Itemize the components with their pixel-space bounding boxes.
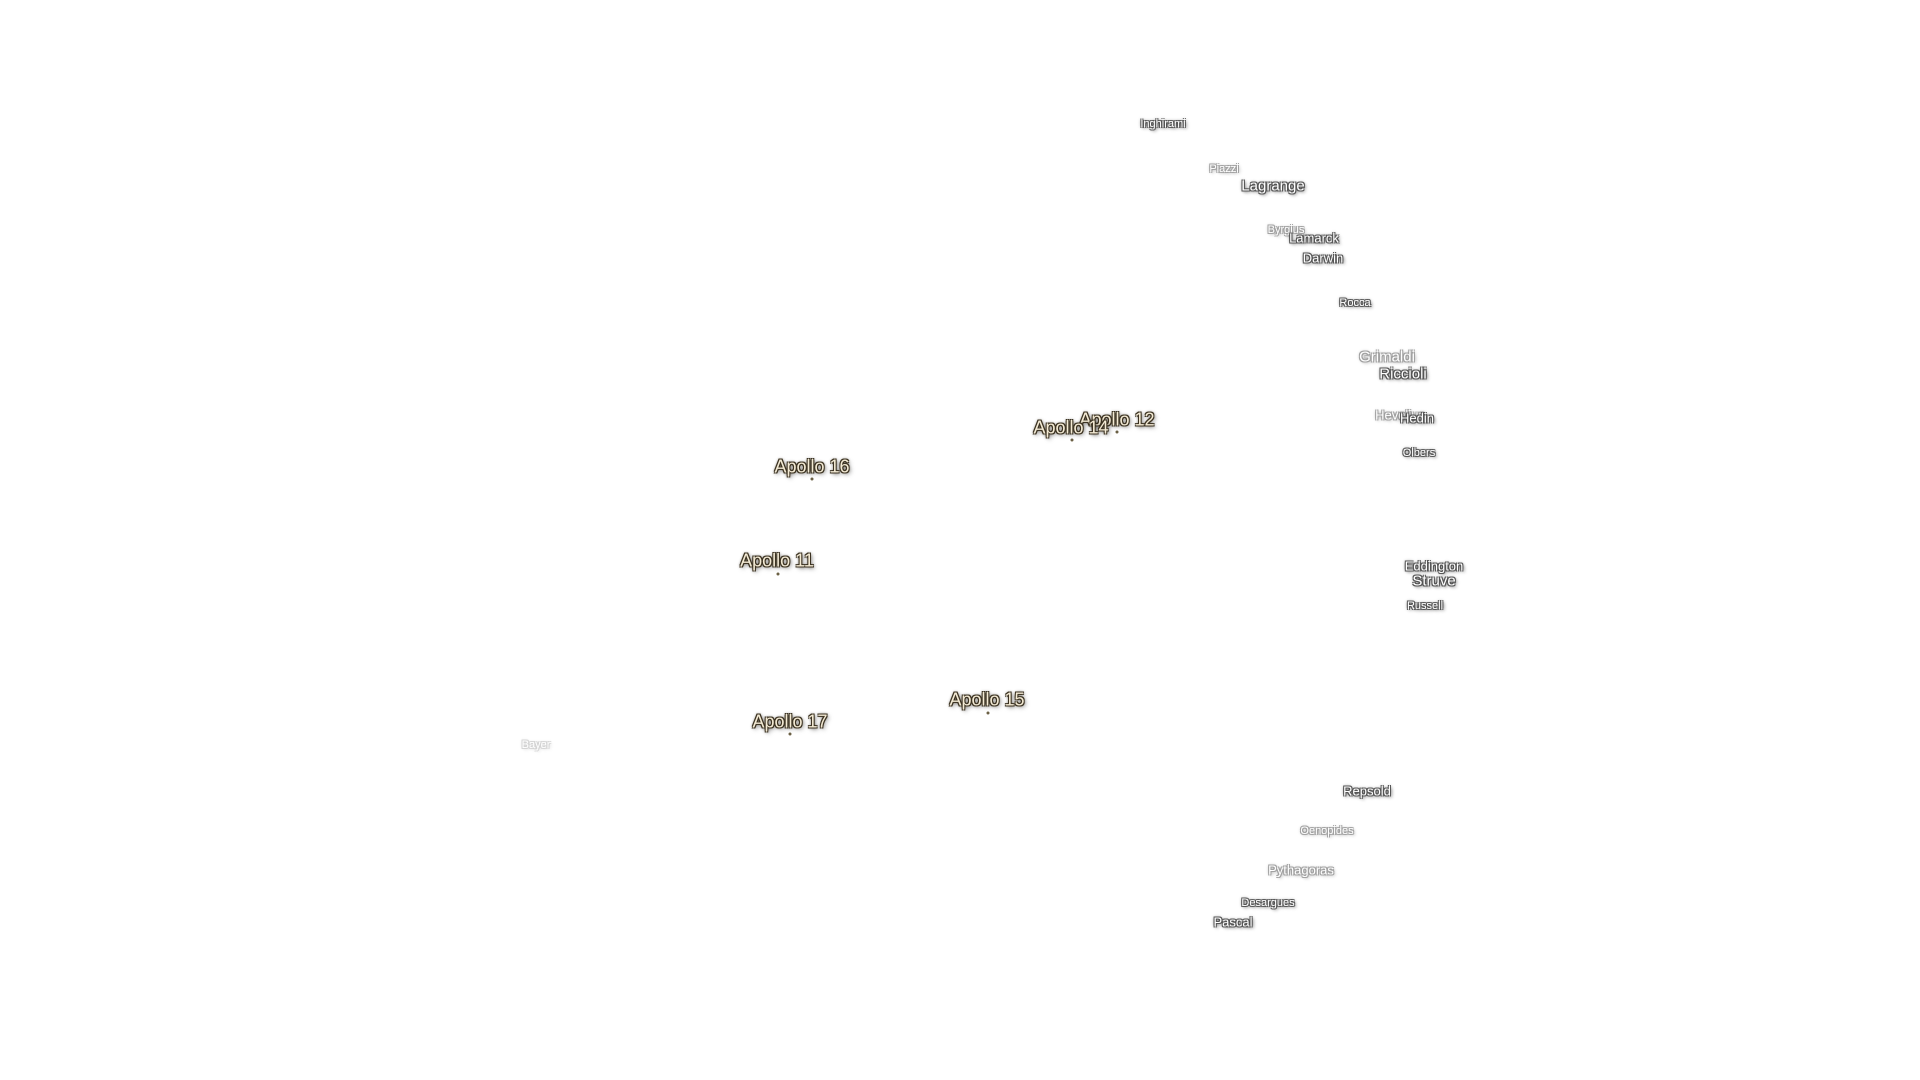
crater-label-lamarck[interactable]: Lamarck	[1289, 230, 1339, 246]
crater-label-byrgius[interactable]: Byrgius	[1267, 224, 1305, 236]
landing-site-label-apollo-12[interactable]: Apollo 12	[1079, 409, 1155, 430]
crater-label-lagrange[interactable]: Lagrange	[1241, 177, 1305, 195]
landing-site-label-apollo-16[interactable]: Apollo 16	[774, 456, 850, 477]
crater-label-bayer[interactable]: Bayer	[521, 739, 551, 751]
landing-site-marker-apollo-11[interactable]	[776, 572, 780, 576]
crater-label-piazzi[interactable]: Piazzi	[1209, 163, 1239, 175]
crater-label-desargues[interactable]: Desargues	[1241, 897, 1295, 909]
crater-label-riccioli[interactable]: Riccioli	[1379, 365, 1427, 383]
landing-site-label-apollo-11[interactable]: Apollo 11	[740, 550, 814, 571]
crater-label-struve[interactable]: Struve	[1412, 572, 1456, 590]
crater-label-pascal[interactable]: Pascal	[1213, 914, 1253, 930]
landing-site-label-apollo-17[interactable]: Apollo 17	[752, 711, 828, 732]
crater-label-inghirami[interactable]: Inghirami	[1140, 118, 1186, 130]
landing-site-label-apollo-15[interactable]: Apollo 15	[949, 689, 1025, 710]
landing-site-marker-apollo-14[interactable]	[1070, 438, 1074, 442]
crater-label-hedin[interactable]: Hedin	[1400, 410, 1434, 426]
crater-label-olbers[interactable]: Olbers	[1402, 447, 1436, 459]
landing-site-marker-apollo-15[interactable]	[986, 711, 990, 715]
crater-label-russell[interactable]: Russell	[1406, 600, 1444, 612]
crater-label-rocca[interactable]: Rocca	[1339, 297, 1371, 309]
crater-label-grimaldi[interactable]: Grimaldi	[1359, 348, 1415, 366]
landing-site-marker-apollo-17[interactable]	[788, 732, 792, 736]
landing-site-marker-apollo-12[interactable]	[1115, 430, 1119, 434]
crater-label-repsold[interactable]: Repsold	[1343, 783, 1391, 799]
crater-label-hevelius[interactable]: Hevelius	[1375, 407, 1425, 423]
crater-label-pythagoras[interactable]: Pythagoras	[1268, 862, 1334, 878]
crater-label-oenopides[interactable]: Oenopides	[1300, 825, 1354, 837]
landing-site-label-apollo-14[interactable]: Apollo 14	[1033, 417, 1109, 438]
crater-label-eddington[interactable]: Eddington	[1404, 558, 1464, 574]
crater-label-darwin[interactable]: Darwin	[1302, 250, 1344, 266]
landing-site-marker-apollo-16[interactable]	[810, 477, 814, 481]
